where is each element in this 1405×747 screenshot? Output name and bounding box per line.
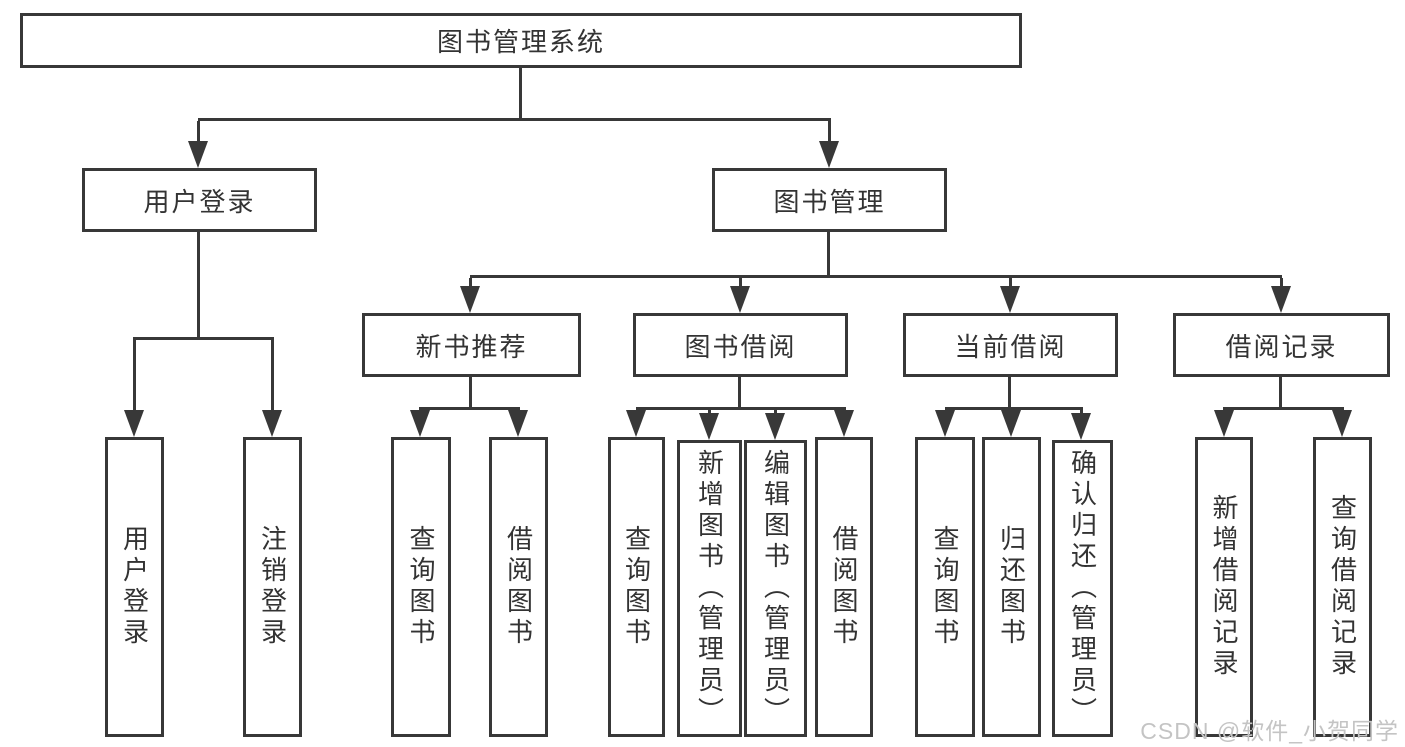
node-label-user-login: 用户登录 <box>143 186 256 217</box>
node-leaf-user-login: 用户登录 <box>105 437 164 737</box>
node-label-leaf-borrow-book-a: 借阅图书 <box>503 525 534 649</box>
arrow-down-icon <box>626 410 646 437</box>
arrow-stub-line <box>1280 278 1283 289</box>
connector-vline <box>469 377 472 410</box>
node-label-leaf-add-record: 新增借阅记录 <box>1209 494 1239 680</box>
connector-vline <box>519 68 522 121</box>
arrow-down-icon <box>508 410 528 437</box>
arrow-down-icon <box>1214 410 1234 437</box>
node-leaf-add-record: 新增借阅记录 <box>1195 437 1253 737</box>
node-leaf-edit-book: 编辑图书（管理员） <box>744 440 807 737</box>
node-label-leaf-query-book-a: 查询图书 <box>406 525 436 649</box>
node-label-new-book-recommend: 新书推荐 <box>415 331 528 362</box>
arrow-down-icon <box>124 410 144 437</box>
arrow-stub-line <box>197 121 200 144</box>
node-label-leaf-query-book-c: 查询图书 <box>930 525 960 649</box>
node-leaf-borrow-book-b: 借阅图书 <box>815 437 873 737</box>
node-book-borrow: 图书借阅 <box>633 313 848 377</box>
node-leaf-query-book-a: 查询图书 <box>391 437 451 737</box>
node-borrow-records: 借阅记录 <box>1173 313 1390 377</box>
node-label-leaf-borrow-book-b: 借阅图书 <box>829 525 859 649</box>
arrow-down-icon <box>460 286 480 313</box>
arrow-stub-line <box>1009 278 1012 289</box>
node-label-book-management: 图书管理 <box>773 186 886 217</box>
connector-vline <box>1008 377 1011 410</box>
node-book-management: 图书管理 <box>712 168 947 232</box>
arrow-down-icon <box>262 410 282 437</box>
node-leaf-query-book-b: 查询图书 <box>608 437 665 737</box>
node-label-leaf-logout: 注销登录 <box>257 525 288 649</box>
node-root: 图书管理系统 <box>20 13 1022 68</box>
node-leaf-return-book: 归还图书 <box>982 437 1041 737</box>
node-user-login: 用户登录 <box>82 168 317 232</box>
node-label-leaf-confirm-return: 确认归还（管理员） <box>1067 449 1098 728</box>
arrow-down-icon <box>1001 410 1021 437</box>
arrow-stub-line <box>739 278 742 289</box>
connector-hline <box>945 407 1083 410</box>
node-leaf-add-book: 新增图书（管理员） <box>677 440 742 737</box>
arrow-down-icon <box>188 141 208 168</box>
arrow-down-icon <box>1332 410 1352 437</box>
connector-vline <box>827 232 830 278</box>
node-label-leaf-return-book: 归还图书 <box>996 525 1027 649</box>
node-label-leaf-add-book: 新增图书（管理员） <box>694 449 725 728</box>
connector-vline <box>197 232 200 340</box>
arrow-down-icon <box>935 410 955 437</box>
connector-hline <box>198 118 831 121</box>
arrow-down-icon <box>1000 286 1020 313</box>
node-label-borrow-records: 借阅记录 <box>1225 331 1338 362</box>
node-label-root: 图书管理系统 <box>436 27 605 57</box>
arrow-down-icon <box>765 413 785 440</box>
arrow-stub-line <box>271 340 274 413</box>
arrow-down-icon <box>834 410 854 437</box>
connector-hline <box>419 407 520 410</box>
node-leaf-borrow-book-a: 借阅图书 <box>489 437 548 737</box>
arrow-down-icon <box>819 141 839 168</box>
node-label-leaf-edit-book: 编辑图书（管理员） <box>760 449 791 728</box>
arrow-down-icon <box>699 413 719 440</box>
arrow-down-icon <box>1071 413 1091 440</box>
node-current-borrow: 当前借阅 <box>903 313 1118 377</box>
connector-hline <box>470 275 1282 278</box>
node-leaf-confirm-return: 确认归还（管理员） <box>1052 440 1113 737</box>
node-label-book-borrow: 图书借阅 <box>684 331 797 362</box>
watermark: CSDN @软件_小贺同学 <box>1140 718 1399 744</box>
arrow-down-icon <box>410 410 430 437</box>
arrow-down-icon <box>730 286 750 313</box>
arrow-down-icon <box>1271 286 1291 313</box>
node-leaf-query-record: 查询借阅记录 <box>1313 437 1372 737</box>
arrow-stub-line <box>133 340 136 413</box>
node-new-book-recommend: 新书推荐 <box>362 313 581 377</box>
node-leaf-logout: 注销登录 <box>243 437 302 737</box>
connector-hline <box>1223 407 1344 410</box>
arrow-stub-line <box>828 121 831 144</box>
connector-vline <box>1279 377 1282 410</box>
arrow-stub-line <box>469 278 472 289</box>
connector-hline <box>133 337 274 340</box>
node-leaf-query-book-c: 查询图书 <box>915 437 975 737</box>
connector-vline <box>738 377 741 410</box>
connector-hline <box>636 407 846 410</box>
node-label-leaf-query-record: 查询借阅记录 <box>1327 494 1358 680</box>
node-label-leaf-query-book-b: 查询图书 <box>621 525 652 649</box>
node-label-leaf-user-login: 用户登录 <box>119 525 150 649</box>
node-label-current-borrow: 当前借阅 <box>954 331 1067 362</box>
